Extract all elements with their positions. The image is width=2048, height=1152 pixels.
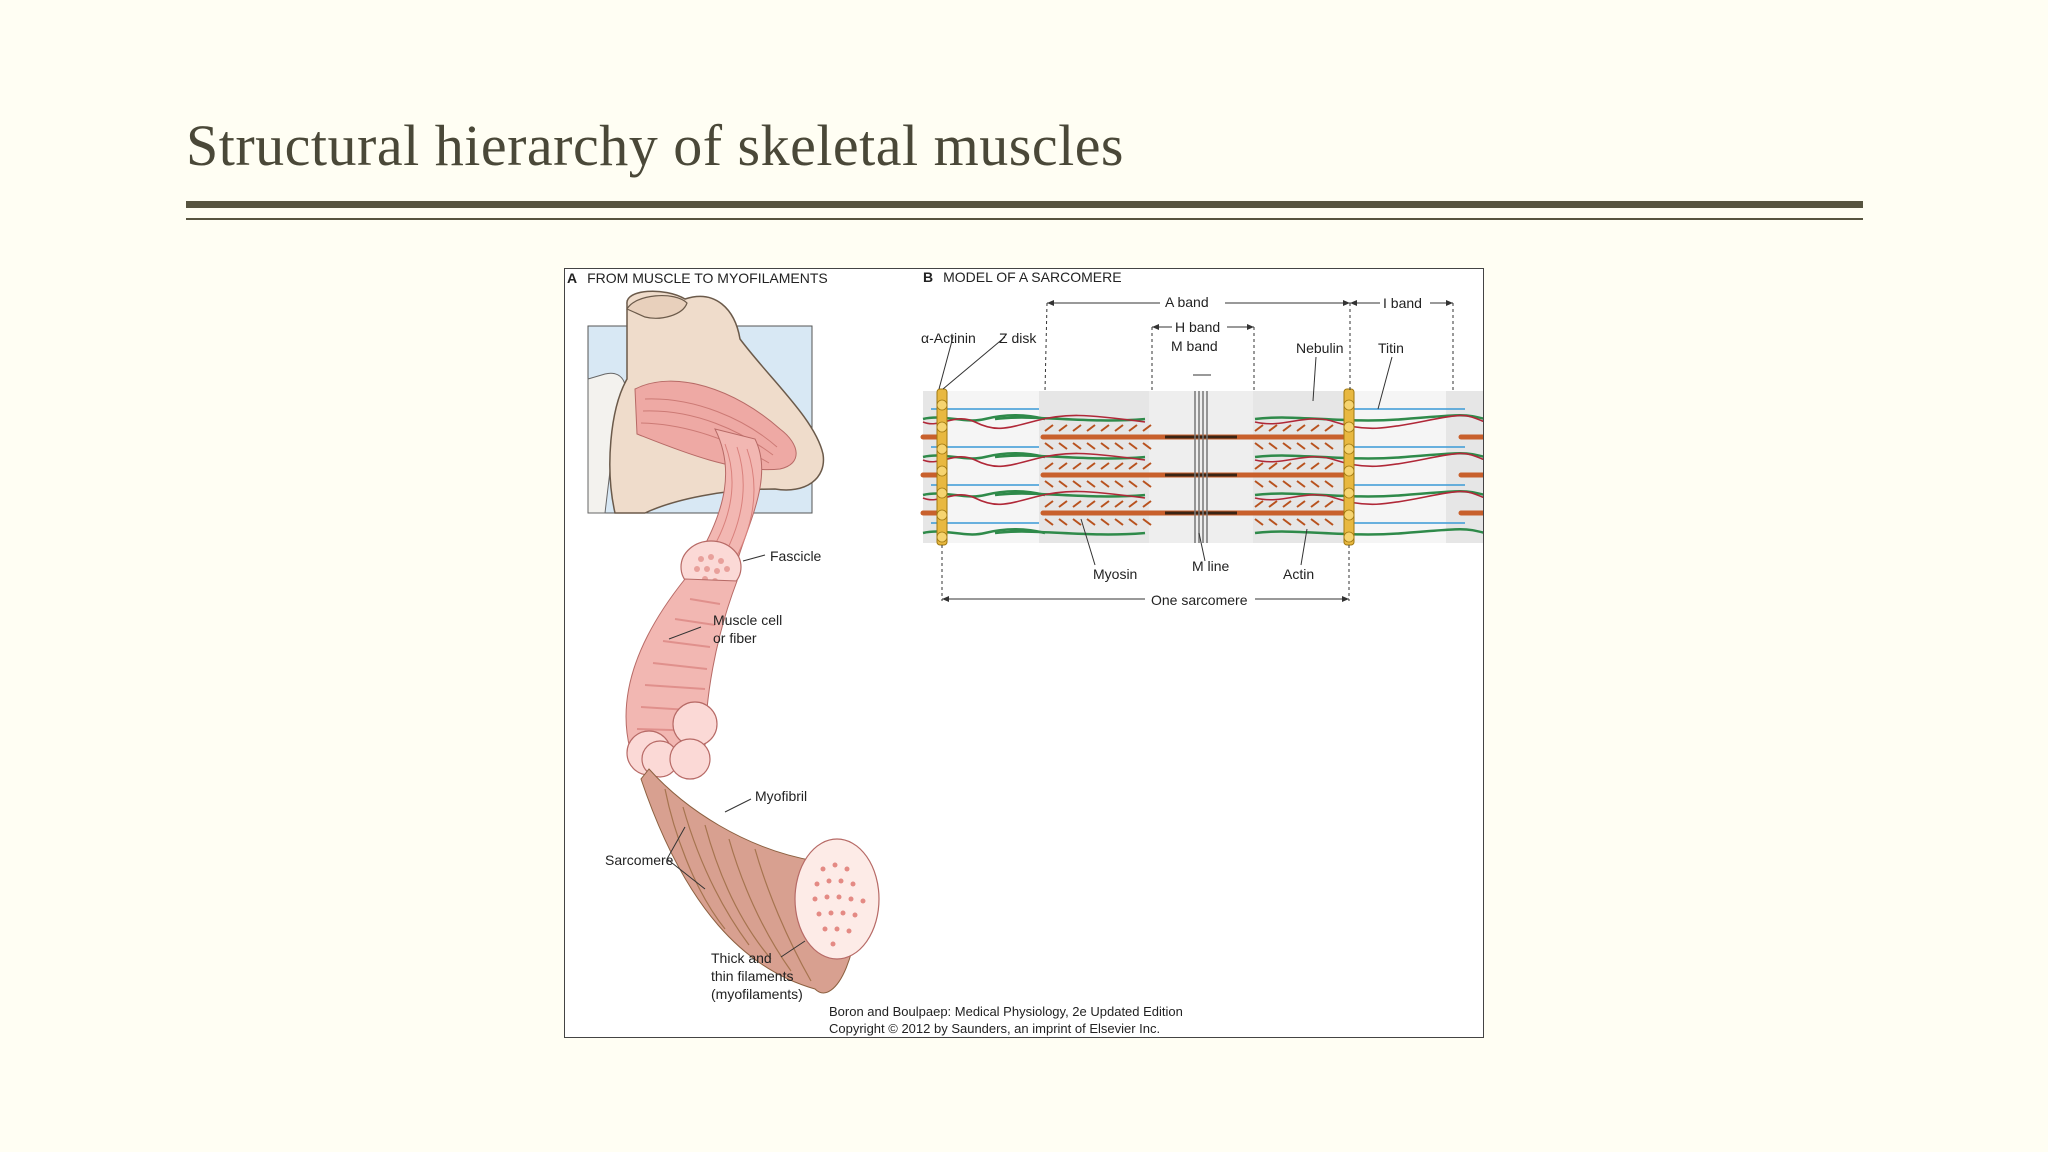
label-h-band: H band — [1175, 319, 1221, 335]
label-a-band: A band — [1165, 294, 1209, 310]
label-thick-thin-2: thin filaments — [711, 968, 794, 984]
myofilament-cross-section — [794, 838, 880, 960]
label-sarcomere: Sarcomere — [605, 852, 674, 868]
title-rule-thick — [186, 201, 1863, 208]
label-one-sarcomere: One sarcomere — [1151, 592, 1248, 608]
myofibril-cone — [640, 768, 858, 994]
dimension-arrowheads — [942, 300, 1453, 602]
label-m-line: M line — [1192, 558, 1230, 574]
label-thick-thin-3: (myofilaments) — [711, 986, 803, 1002]
muscle-fiber-ends — [626, 701, 718, 780]
m-line — [1194, 391, 1208, 543]
label-z-disk: Z disk — [999, 330, 1037, 346]
myosin-filaments — [1040, 424, 1353, 526]
credit-line-2: Copyright © 2012 by Saunders, an imprint… — [829, 1021, 1161, 1036]
label-nebulin: Nebulin — [1296, 340, 1344, 356]
label-thick-thin-1: Thick and — [711, 950, 772, 966]
figure-illustration — [587, 290, 1483, 994]
titin-strands — [931, 408, 1465, 524]
credit-line-1: Boron and Boulpaep: Medical Physiology, … — [829, 1004, 1183, 1019]
fascicle-dots — [694, 554, 730, 584]
dimension-lines — [938, 302, 1454, 601]
title-rule-thin — [186, 218, 1863, 220]
label-myofibril: Myofibril — [755, 788, 808, 804]
label-fascicle: Fascicle — [770, 548, 822, 564]
label-or-fiber: or fiber — [713, 630, 757, 646]
label-i-band: I band — [1383, 295, 1422, 311]
label-myosin: Myosin — [1093, 566, 1138, 582]
fist — [626, 295, 688, 319]
figure-credit: Boron and Boulpaep: Medical Physiology, … — [829, 1003, 1183, 1037]
label-alpha-actinin: α-Actinin — [921, 330, 976, 346]
slide-title: Structural hierarchy of skeletal muscles — [186, 113, 1125, 178]
label-muscle-cell: Muscle cell — [713, 612, 783, 628]
label-actin: Actin — [1283, 566, 1315, 582]
nebulin-strands — [922, 414, 1483, 506]
label-m-band: M band — [1171, 338, 1218, 354]
label-titin: Titin — [1378, 340, 1404, 356]
